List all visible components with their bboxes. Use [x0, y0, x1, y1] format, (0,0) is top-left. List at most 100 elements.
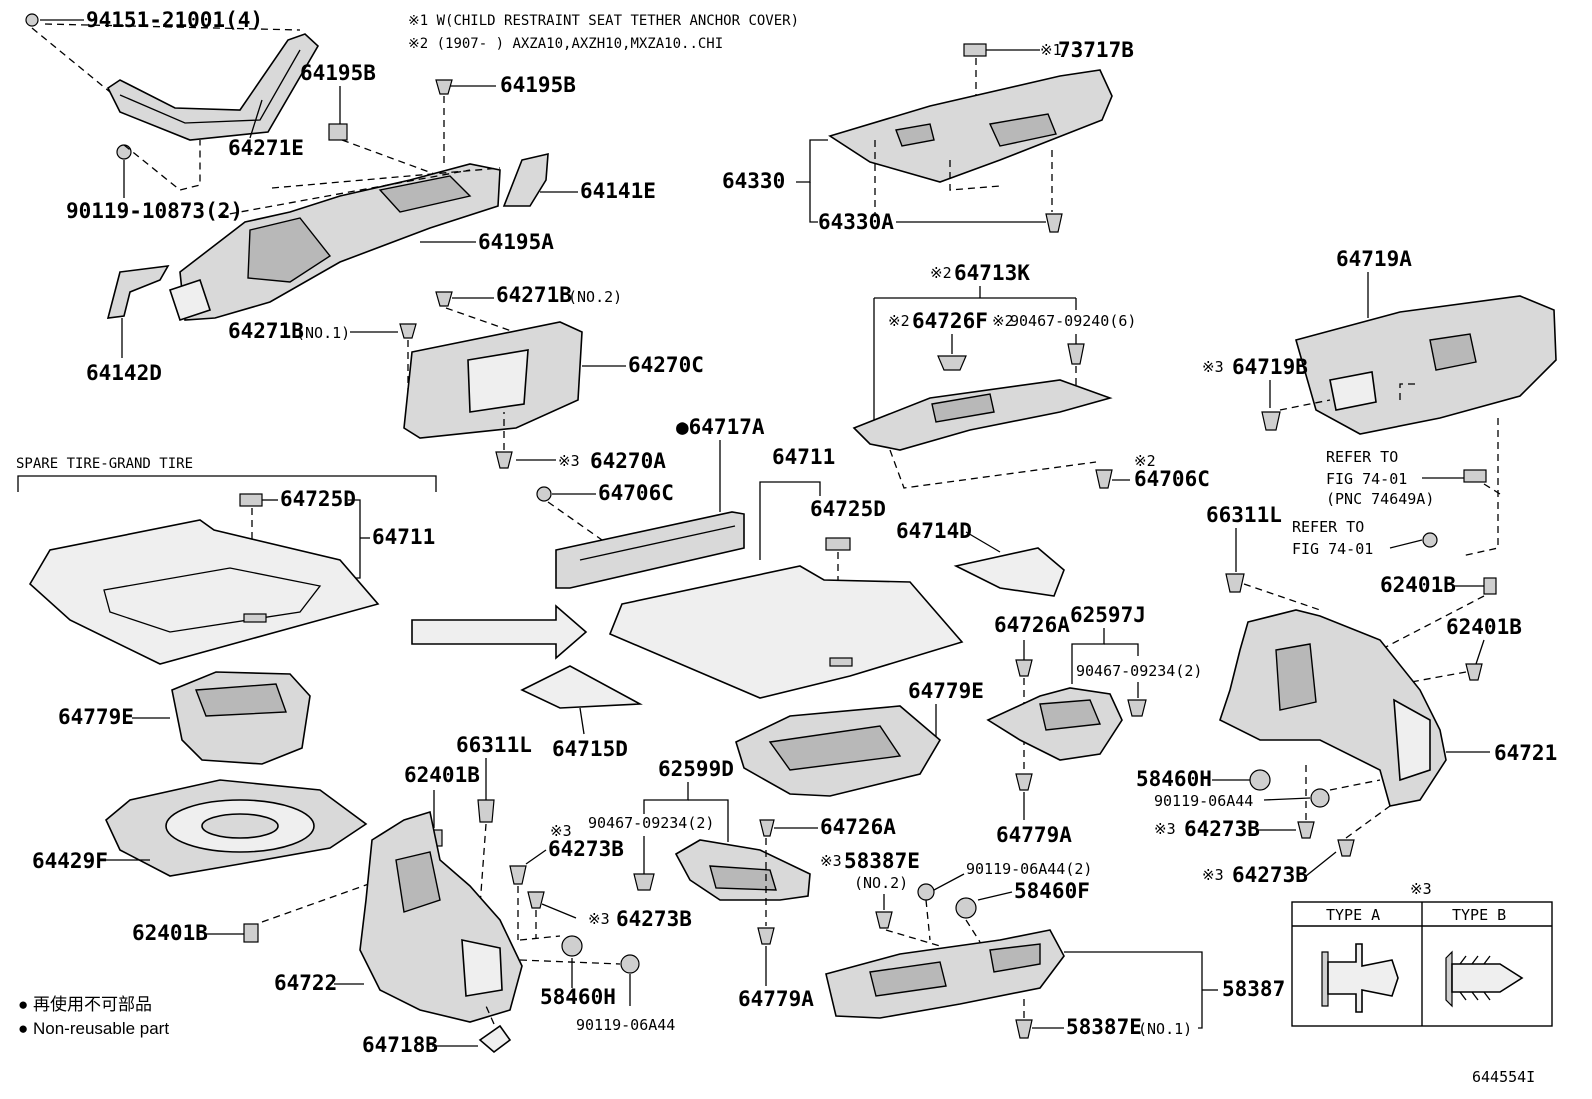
part-64330-package-tray[interactable]: [828, 69, 1113, 183]
link-icon-fig74-01-b[interactable]: [1422, 532, 1438, 548]
clip-icon-64726F[interactable]: [937, 355, 967, 371]
label-64273B-l2: 64273B: [616, 907, 692, 931]
nut-icon-58460H-l[interactable]: [561, 935, 583, 957]
mark-64711-c: [829, 657, 853, 667]
clip-icon-64719B[interactable]: [1261, 411, 1281, 431]
screw-icon-94151[interactable]: [25, 13, 39, 27]
part-64271E-rail[interactable]: [106, 33, 320, 141]
label-64195B-b: 64195B: [500, 73, 576, 97]
label-90467-09234-r: 90467-09234(2): [1076, 662, 1202, 680]
clip-icon-66311L-r[interactable]: [1225, 573, 1245, 593]
part-64141E[interactable]: [502, 152, 549, 207]
label-62401B-r2: 62401B: [1446, 615, 1522, 639]
label-refer2-a: REFER TO: [1292, 518, 1364, 536]
label-64273B-l1: 64273B: [548, 837, 624, 861]
part-64429F-spare-tray[interactable]: [105, 779, 368, 877]
label-90119-06A44-2: 90119-06A44(2): [966, 860, 1092, 878]
label-64271B-no1: 64271B: [228, 319, 304, 343]
bolt-icon-90119-10873[interactable]: [116, 144, 132, 160]
label-64271B-no2: 64271B: [496, 283, 572, 307]
part-64714D-panel[interactable]: [953, 547, 1065, 597]
cover-icon-64725D-l[interactable]: [239, 493, 263, 507]
clip-icon-58387E-no1[interactable]: [1015, 1019, 1033, 1039]
clip-icon-64779A-c[interactable]: [757, 927, 775, 945]
link-icon-fig74-01-a[interactable]: [1463, 469, 1487, 483]
clip-icon-64271B-no1[interactable]: [399, 323, 417, 339]
clip-icon-90467-09240[interactable]: [1067, 343, 1085, 365]
label-90467-09240-mark: ※2: [992, 312, 1014, 330]
clip-icon-64195B-a[interactable]: [328, 123, 348, 141]
clip-icon-62401B-r2[interactable]: [1465, 663, 1483, 681]
label-62401B-l: 62401B: [132, 921, 208, 945]
label-64273B-r2-mark: ※3: [1202, 866, 1224, 884]
part-64711-deck-mat-spare[interactable]: [28, 519, 380, 665]
part-64713K-deck-board[interactable]: [852, 379, 1113, 451]
label-64270A: 64270A: [590, 449, 666, 473]
label-64711-c: 64711: [772, 445, 835, 469]
clip-icon-64330A[interactable]: [1045, 213, 1063, 233]
part-64711-deck-mat[interactable]: [608, 565, 964, 699]
part-58387-back-panel-trim[interactable]: [825, 929, 1065, 1019]
part-64718B[interactable]: [478, 1024, 512, 1054]
label-64195B-a: 64195B: [300, 61, 376, 85]
part-64717A-trim[interactable]: [555, 511, 745, 589]
part-64779E-spare-box[interactable]: [171, 671, 311, 765]
types-table-type-b: TYPE B: [1452, 906, 1506, 924]
label-64273B-r1-mark: ※3: [1154, 820, 1176, 838]
clip-icon-64195B-b[interactable]: [435, 79, 453, 95]
label-58460F: 58460F: [1014, 879, 1090, 903]
nut-icon-58460H-r[interactable]: [1249, 769, 1271, 791]
bolt-icon-90119-06A44-l[interactable]: [620, 954, 640, 974]
part-64142D[interactable]: [106, 265, 170, 319]
clip-icon-64270A[interactable]: [495, 451, 513, 469]
part-64721-side-trim-right[interactable]: [1219, 609, 1447, 807]
part-64719A-cover[interactable]: [1295, 295, 1557, 435]
part-62597J-bracket[interactable]: [986, 687, 1123, 761]
clip-icon-90467-09234-c[interactable]: [633, 873, 655, 891]
clip-icon-64706C-r[interactable]: [1095, 469, 1113, 489]
label-64273B-l1-mark: ※3: [550, 822, 572, 840]
cover-icon-64725D-c[interactable]: [825, 537, 851, 551]
part-64779E-deck-box[interactable]: [735, 705, 942, 797]
clip-icon-64726A-r[interactable]: [1015, 659, 1033, 677]
clip-icon-64273B-r1[interactable]: [1297, 821, 1315, 839]
clip-icon-64273B-l2[interactable]: [527, 891, 545, 909]
label-73717B: 73717B: [1058, 38, 1134, 62]
clip-icon-62401B-r1[interactable]: [1483, 577, 1497, 595]
clip-icon-64271B-no2[interactable]: [435, 291, 453, 307]
clip-icon-64779A-r[interactable]: [1015, 773, 1033, 791]
label-64273B-r2: 64273B: [1232, 863, 1308, 887]
nut-icon-58460F[interactable]: [955, 897, 977, 919]
part-62599D-bracket[interactable]: [674, 839, 811, 901]
label-58387E-no1: 58387E: [1066, 1015, 1142, 1039]
clip-icon-90467-09234-r[interactable]: [1127, 699, 1147, 717]
clip-icon-58387E-no2[interactable]: [875, 911, 893, 929]
clip-icon-66311L-l[interactable]: [477, 799, 495, 823]
label-refer1-a: REFER TO: [1326, 448, 1398, 466]
clip-icon-64273B-l1[interactable]: [509, 865, 527, 885]
label-64713K-mark: ※2: [930, 264, 952, 282]
part-64270C-partition[interactable]: [403, 321, 583, 439]
label-64271B-no1-suffix: (NO.1): [296, 324, 350, 342]
label-64330: 64330: [722, 169, 785, 193]
part-64722-side-trim-left[interactable]: [359, 810, 523, 1023]
label-64719B-mark: ※3: [1202, 358, 1224, 376]
clip-type-a-icon: [1321, 943, 1399, 1013]
label-64713K: 64713K: [954, 261, 1030, 285]
part-64715D-panel[interactable]: [520, 665, 643, 709]
label-58387E-no2-suffix: (NO.2): [854, 874, 908, 892]
bolt-icon-90119-06A44-r[interactable]: [1310, 788, 1330, 808]
types-table: [1291, 901, 1553, 1027]
label-62599D: 62599D: [658, 757, 734, 781]
mark-64711-l: [243, 613, 267, 623]
clip-icon-62401B-l[interactable]: [243, 923, 259, 943]
clip-icon-64706C[interactable]: [536, 486, 552, 502]
part-64195A-shelf-support[interactable]: [168, 163, 501, 322]
clip-icon-64273B-r2[interactable]: [1337, 839, 1355, 857]
cover-icon-73717B[interactable]: [963, 43, 987, 57]
clip-icon-64726A-c[interactable]: [759, 819, 775, 837]
bolt-icon-90119-06A44-2[interactable]: [917, 883, 935, 901]
label-90119-06A44-r: 90119-06A44: [1154, 792, 1253, 810]
label-64271E: 64271E: [228, 136, 304, 160]
